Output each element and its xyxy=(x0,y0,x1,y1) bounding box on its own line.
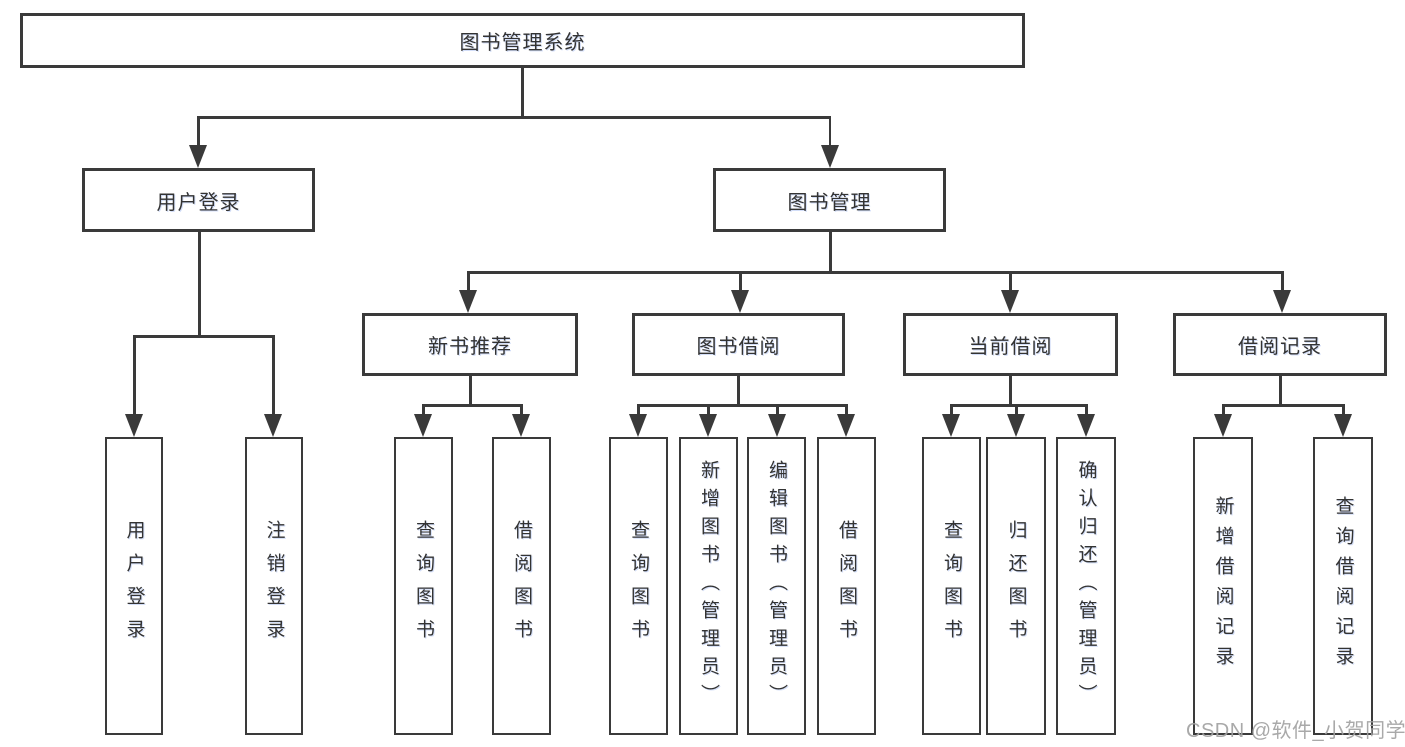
arrow-down-icon xyxy=(1001,290,1019,313)
connector-stem xyxy=(1279,376,1282,405)
arrow-down-icon xyxy=(629,414,647,437)
connector-drop xyxy=(272,335,275,414)
connector-rail xyxy=(133,335,274,338)
connector-drop xyxy=(950,404,953,414)
connector-drop xyxy=(845,404,848,414)
arrow-down-icon xyxy=(699,414,717,437)
leaf-return-book: 归还图书 xyxy=(986,437,1046,735)
connector-drop xyxy=(422,404,425,414)
leaf-confirm-return-admin: 确认归还（管理员） xyxy=(1056,437,1116,735)
connector-drop xyxy=(828,116,831,146)
leaf-add-borrow-record: 新增借阅记录 xyxy=(1193,437,1253,735)
connector-rail xyxy=(950,404,1087,407)
node-new-book-recommendation: 新书推荐 xyxy=(362,313,578,376)
leaf-label: 注销登录 xyxy=(263,520,285,652)
leaf-query-books-1: 查询图书 xyxy=(394,437,453,735)
connector-drop xyxy=(1342,404,1345,414)
leaf-logout: 注销登录 xyxy=(245,437,303,735)
leaf-query-books-2: 查询图书 xyxy=(609,437,668,735)
leaf-label: 借阅图书 xyxy=(836,520,857,652)
connector-drop xyxy=(1085,404,1088,414)
arrow-down-icon xyxy=(837,414,855,437)
node-current-borrowing: 当前借阅 xyxy=(903,313,1118,376)
leaf-query-borrow-record: 查询借阅记录 xyxy=(1313,437,1373,735)
arrow-down-icon xyxy=(125,414,143,437)
connector-drop xyxy=(467,271,470,290)
connector-drop xyxy=(707,404,710,414)
connector-l2-rail xyxy=(197,116,831,119)
leaf-label: 新增借阅记录 xyxy=(1212,496,1234,676)
connector-stem xyxy=(198,232,201,336)
leaf-label: 借阅图书 xyxy=(511,520,532,652)
connector-drop xyxy=(1281,271,1284,290)
connector-rail xyxy=(422,404,522,407)
connector-stem xyxy=(737,376,740,405)
leaf-query-books-3: 查询图书 xyxy=(922,437,981,735)
node-book-management: 图书管理 xyxy=(713,168,946,232)
arrow-down-icon xyxy=(821,145,839,168)
arrow-down-icon xyxy=(1334,414,1352,437)
watermark: CSDN @软件_小贺同学 xyxy=(1186,720,1405,742)
leaf-label: 查询借阅记录 xyxy=(1332,496,1354,676)
node-user-login: 用户登录 xyxy=(82,168,315,232)
connector-drop xyxy=(739,271,742,290)
node-book-borrowing: 图书借阅 xyxy=(632,313,845,376)
connector-drop xyxy=(520,404,523,414)
leaf-label: 确认归还（管理员） xyxy=(1075,460,1097,712)
node-library-management-system: 图书管理系统 xyxy=(20,13,1025,68)
connector-rail xyxy=(637,404,847,407)
connector-rail xyxy=(1222,404,1344,407)
arrow-down-icon xyxy=(459,290,477,313)
arrow-down-icon xyxy=(768,414,786,437)
connector-root-stem xyxy=(521,68,524,117)
leaf-label: 用户登录 xyxy=(123,520,145,652)
leaf-add-book-admin: 新增图书（管理员） xyxy=(679,437,738,735)
arrow-down-icon xyxy=(1007,414,1025,437)
arrow-down-icon xyxy=(942,414,960,437)
leaf-label: 编辑图书（管理员） xyxy=(766,460,787,712)
arrow-down-icon xyxy=(1077,414,1095,437)
connector-drop xyxy=(1015,404,1018,414)
arrow-down-icon xyxy=(731,290,749,313)
connector-drop xyxy=(197,116,200,146)
connector-stem xyxy=(469,376,472,405)
leaf-label: 归还图书 xyxy=(1005,520,1027,652)
arrow-down-icon xyxy=(414,414,432,437)
leaf-label: 查询图书 xyxy=(628,520,649,652)
leaf-label: 查询图书 xyxy=(941,520,962,652)
leaf-edit-book-admin: 编辑图书（管理员） xyxy=(747,437,806,735)
leaf-user-login: 用户登录 xyxy=(105,437,163,735)
arrow-down-icon xyxy=(189,145,207,168)
connector-stem xyxy=(1009,376,1012,405)
connector-drop xyxy=(1222,404,1225,414)
arrow-down-icon xyxy=(1273,290,1291,313)
leaf-borrow-books-1: 借阅图书 xyxy=(492,437,551,735)
connector-l3-rail xyxy=(467,271,1283,274)
arrow-down-icon xyxy=(1214,414,1232,437)
arrow-down-icon xyxy=(264,414,282,437)
arrow-down-icon xyxy=(512,414,530,437)
node-borrowing-records: 借阅记录 xyxy=(1173,313,1387,376)
leaf-label: 查询图书 xyxy=(413,520,434,652)
connector-drop xyxy=(776,404,779,414)
connector-drop xyxy=(637,404,640,414)
connector-drop xyxy=(1009,271,1012,290)
leaf-label: 新增图书（管理员） xyxy=(698,460,719,712)
leaf-borrow-books-2: 借阅图书 xyxy=(817,437,876,735)
connector-stem xyxy=(829,232,832,272)
connector-drop xyxy=(133,335,136,414)
